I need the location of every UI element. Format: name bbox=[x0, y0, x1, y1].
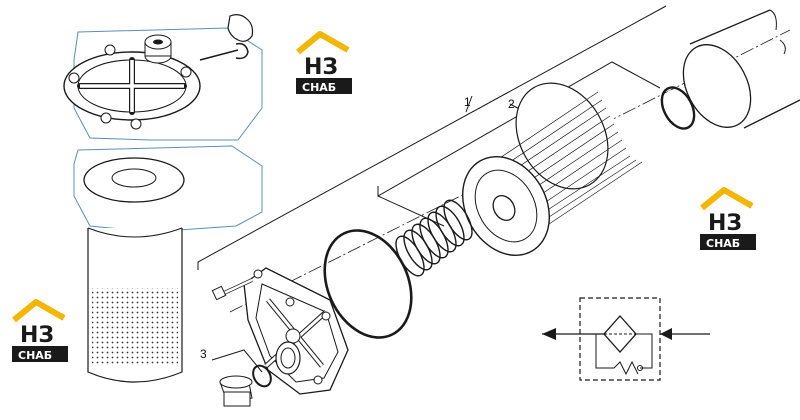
spring bbox=[395, 199, 473, 277]
svg-text:НЗ: НЗ bbox=[304, 55, 338, 80]
cover-flange bbox=[243, 267, 349, 395]
filter-housing-body-group bbox=[73, 145, 263, 383]
body-highlight-outline bbox=[73, 145, 263, 233]
callout-2: 2 bbox=[508, 97, 515, 111]
small-o-ring bbox=[660, 86, 696, 130]
cap-bolt-1 bbox=[68, 72, 80, 84]
svg-text:СНАБ: СНАБ bbox=[302, 81, 336, 94]
cap-bolt-5 bbox=[104, 44, 116, 56]
svg-text:СНАБ: СНАБ bbox=[18, 349, 52, 362]
brand-logo-top: НЗ СНАБ bbox=[296, 31, 352, 94]
callout-1: 1 bbox=[464, 95, 471, 109]
svg-text:НЗ: НЗ bbox=[708, 211, 742, 236]
svg-text:СНАБ: СНАБ bbox=[706, 237, 740, 250]
filter-element bbox=[461, 82, 646, 256]
drain-plug bbox=[219, 364, 272, 407]
brand-logo-right: НЗ СНАБ bbox=[700, 187, 756, 250]
brand-logo-left: НЗ СНАБ bbox=[12, 299, 68, 362]
cap-bolt-2 bbox=[180, 66, 192, 78]
hydraulic-filter-symbol bbox=[542, 297, 710, 381]
wrench-icon bbox=[199, 42, 249, 61]
filter-housing-cap-group bbox=[63, 14, 263, 141]
hand-icon bbox=[227, 14, 254, 42]
cap-bolt-3 bbox=[100, 112, 112, 124]
large-o-ring bbox=[323, 229, 413, 339]
callout-1-bracket bbox=[197, 5, 667, 270]
cap-bolt-4 bbox=[130, 118, 142, 130]
housing-mesh bbox=[92, 288, 178, 364]
housing-bowl bbox=[682, 9, 800, 129]
cover-bolt bbox=[211, 278, 253, 301]
callout-3-leader bbox=[211, 349, 263, 373]
svg-text:НЗ: НЗ bbox=[20, 323, 54, 348]
callout-3: 3 bbox=[200, 347, 207, 361]
